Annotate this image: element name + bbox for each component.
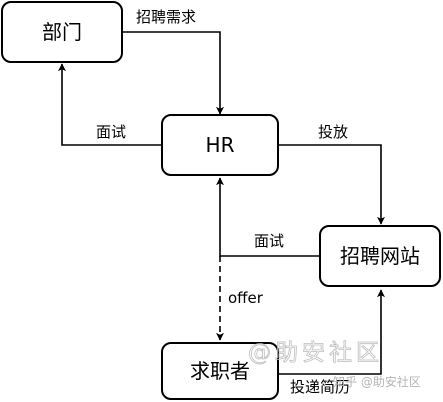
node-recruiting-site: 招聘网站	[319, 225, 441, 287]
watermark-small: 知乎 @助安社区	[333, 374, 421, 389]
edge-label-post-job: 投放	[318, 123, 348, 141]
edge-label-submit-resume: 投递简历	[290, 378, 350, 396]
edge-label-interview-from-site: 面试	[254, 232, 284, 250]
edge-post-job: 投放	[278, 123, 385, 225]
watermark-main: @助安社区	[248, 340, 383, 366]
node-hr-label: HR	[206, 133, 235, 157]
node-job-seeker-label: 求职者	[190, 359, 250, 383]
node-job-seeker: 求职者	[161, 342, 279, 400]
node-department-label: 部门	[42, 20, 82, 44]
edge-label-offer: offer	[228, 289, 264, 307]
edge-label-interview-to-department: 面试	[96, 123, 126, 141]
node-hr: HR	[161, 114, 279, 176]
edge-label-recruiting-demand: 招聘需求	[136, 8, 196, 26]
edge-interview-to-department: 面试	[58, 63, 162, 146]
node-recruiting-site-label: 招聘网站	[340, 244, 420, 268]
edge-recruiting-demand: 招聘需求	[122, 8, 224, 115]
node-department: 部门	[1, 1, 123, 63]
edge-submit-resume: 投递简历	[278, 289, 385, 396]
edge-interview-from-site: 面试	[216, 177, 320, 257]
edge-offer: offer	[216, 256, 264, 341]
